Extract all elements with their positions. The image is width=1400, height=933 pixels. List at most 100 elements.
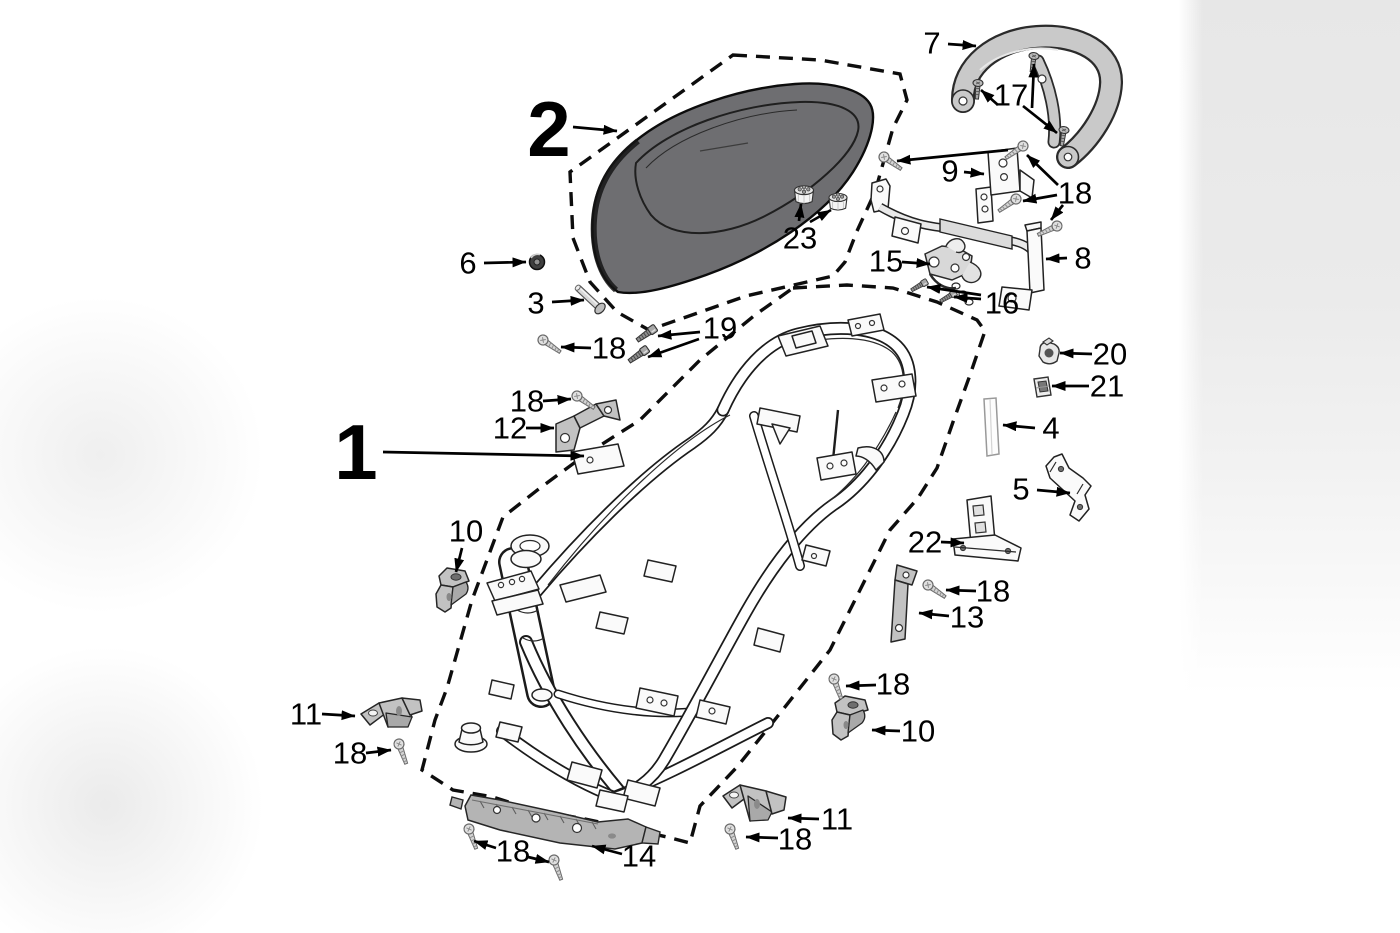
screw-18-icon (995, 191, 1024, 216)
bracket-14-drawing (449, 794, 661, 850)
callout-18-31: 18 (745, 822, 812, 857)
callout-arrow (953, 293, 982, 303)
part-number-label: 18 (1058, 176, 1092, 211)
callout-arrow (901, 258, 931, 269)
callout-arrow (945, 585, 977, 596)
callout-19-19: 19 (647, 311, 737, 359)
part-number-label: 1 (334, 408, 377, 496)
callout-arrow (940, 537, 965, 548)
part-number-label: 6 (459, 246, 476, 281)
part-number-label: 17 (994, 78, 1028, 113)
part-number-label: 18 (976, 574, 1010, 609)
bolt-19-icon (626, 344, 651, 366)
part-number-label: 2 (527, 85, 570, 173)
bracket-5-drawing (1045, 453, 1092, 522)
callout-4-11: 4 (1002, 411, 1060, 446)
carrier-stay-drawing (870, 178, 1045, 311)
callout-3-17: 3 (527, 286, 585, 321)
part-number-label: 7 (923, 26, 940, 61)
strip-4-drawing (983, 397, 1000, 457)
callout-arrow (963, 167, 985, 178)
background-shade-left-upper (0, 290, 270, 620)
seat-lock-drawing (924, 238, 982, 306)
grab-rail-drawing (951, 24, 1123, 169)
callout-arrow (647, 337, 700, 359)
part-number-label: 10 (901, 714, 935, 749)
part-number-label: 19 (703, 311, 737, 346)
part-number-label: 18 (333, 736, 367, 771)
callout-layer: 2171791815168202145221813631819181210111… (290, 26, 1127, 874)
callout-10-29: 10 (871, 714, 935, 749)
part-number-label: 12 (493, 411, 527, 446)
part-number-label: 18 (876, 667, 910, 702)
callout-1-1: 1 (334, 408, 585, 496)
callout-arrow (794, 203, 805, 222)
callout-arrow (809, 208, 832, 224)
screw-18-icon (535, 332, 564, 357)
part-number-label: 18 (496, 834, 530, 869)
callout-arrow (551, 295, 585, 306)
frame-grommet (454, 722, 488, 753)
part-number-label: 22 (908, 525, 942, 560)
callout-arrow (382, 450, 585, 461)
callout-arrow (527, 854, 550, 864)
bracket-10a-drawing (435, 567, 470, 613)
callout-9-4: 9 (941, 154, 985, 189)
part-number-label: 20 (1093, 337, 1127, 372)
background-shade-left-lower (0, 640, 270, 933)
part-number-label: 18 (592, 331, 626, 366)
callout-arrow (1036, 486, 1071, 497)
callout-arrow (321, 710, 356, 721)
callout-18-24: 18 (333, 736, 392, 771)
callout-arrow (1002, 421, 1036, 432)
callout-20-9: 20 (1059, 337, 1127, 372)
callout-arrow (845, 680, 877, 691)
callout-18-5: 18 (896, 148, 1092, 221)
callout-18-18: 18 (560, 331, 626, 366)
background-shade-right (1179, 0, 1400, 790)
callout-13-15: 13 (918, 600, 984, 635)
callout-arrow (1022, 193, 1058, 204)
frame-drawing (454, 313, 917, 813)
part-number-label: 13 (950, 600, 984, 635)
callout-8-8: 8 (1045, 241, 1092, 276)
bracket-11b-drawing (722, 784, 787, 822)
callout-17-3: 17 (980, 63, 1058, 135)
bracket-13-drawing (890, 564, 918, 643)
damper-23b (828, 192, 848, 211)
screw-18-icon (391, 736, 412, 767)
callout-14-26: 14 (591, 839, 656, 874)
bracket-9-drawing (987, 147, 1035, 199)
bracket-22-drawing (952, 495, 1022, 562)
callout-arrow (787, 813, 820, 824)
part-number-label: 23 (783, 221, 817, 256)
part-number-label: 9 (941, 154, 958, 189)
callout-23-25: 23 (783, 203, 832, 256)
callout-arrow (572, 124, 618, 135)
callout-21-10: 21 (1051, 369, 1124, 404)
screw-18-icon (920, 577, 949, 602)
callout-arrow (1059, 348, 1093, 359)
part-number-label: 3 (527, 286, 544, 321)
screw-18-icon (461, 821, 482, 852)
callout-18-28: 18 (845, 667, 910, 702)
callout-18-27: 18 (473, 834, 550, 869)
part-number-label: 15 (869, 244, 903, 279)
frame-group-outline (420, 283, 987, 846)
part-number-label: 5 (1012, 472, 1029, 507)
screw-18-icon (569, 388, 598, 413)
callout-2-0: 2 (527, 85, 618, 173)
callout-arrow (1028, 63, 1039, 109)
bracket-10b-drawing (831, 695, 869, 741)
callout-arrow (365, 746, 392, 757)
callout-arrow (1026, 154, 1059, 186)
callout-7-2: 7 (923, 26, 977, 61)
part-number-label: 8 (1074, 241, 1091, 276)
callout-arrow (1045, 253, 1068, 264)
callout-arrow (980, 88, 999, 107)
callout-15-6: 15 (869, 244, 931, 279)
callout-arrow (454, 547, 465, 573)
damper-23a (793, 184, 815, 205)
